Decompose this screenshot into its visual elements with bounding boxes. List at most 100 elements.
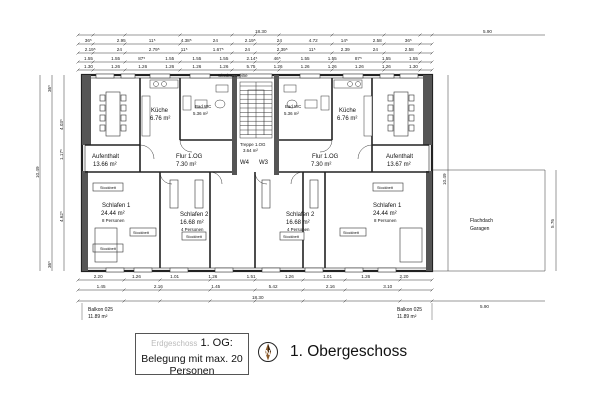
dim-tick xyxy=(178,51,182,55)
dim-tick xyxy=(330,42,334,46)
dining-tables xyxy=(99,91,415,137)
garagen-label: Garagen xyxy=(470,226,490,232)
dim-tick xyxy=(398,278,402,282)
door-swings xyxy=(139,139,373,185)
dim-tick xyxy=(343,278,347,282)
room-aufenthalt-right: Aufenthalt xyxy=(386,154,413,160)
top-dim-row3-2: 2.79⁵ xyxy=(149,47,160,52)
dim-tick xyxy=(122,288,126,292)
top-dim-row2-3: 4.38⁵ xyxy=(181,38,192,43)
top-dim-row4-10: 87⁵ xyxy=(355,56,362,61)
dim-tick xyxy=(253,33,257,37)
bottom-dim-row1-7: 1.26 xyxy=(361,274,370,279)
left-dim-4: 10.49 xyxy=(35,166,40,178)
area-schlafen1-left: 24.44 m² xyxy=(101,211,125,217)
chair xyxy=(408,94,415,102)
dim-tick xyxy=(122,278,126,282)
chair xyxy=(120,114,127,122)
left-dim-6: 36⁵ xyxy=(47,261,52,268)
bottom-dim-row1-5: 1.26 xyxy=(285,274,294,279)
dim-tick xyxy=(76,51,80,55)
chair xyxy=(99,104,106,112)
interior-walls xyxy=(85,78,429,268)
kitchen-fixtures xyxy=(141,79,373,137)
bottom-dim-row2-3: 5.42 xyxy=(269,284,278,289)
room-schlafen1-right: Schlafen 1 xyxy=(373,203,402,209)
bottom-dim-row2-4: 2.16 xyxy=(326,284,335,289)
top-dim-row5-6: 5.75 xyxy=(247,64,256,69)
top-dim-row2-4: 24 xyxy=(213,38,219,43)
dim-tick xyxy=(123,68,127,72)
room-schlafen2-left: Schlafen 2 xyxy=(180,212,209,218)
dim-tick xyxy=(178,42,182,46)
bunk-label-4: Stockbett xyxy=(186,235,203,239)
room-labels: Küche 6.76 m² Bad WC 5.36 m² Treppe 1.OG… xyxy=(92,73,413,232)
dim-tick xyxy=(76,33,80,37)
top-dim-row4-6: 2.14⁵ xyxy=(247,56,258,61)
dim-tick xyxy=(76,60,80,64)
bunk-labels: Stockbett Stockbett Stockbett Stockbett … xyxy=(100,186,394,251)
dim-tick xyxy=(230,60,234,64)
dim-tick xyxy=(123,51,127,55)
bottom-dimension-lines xyxy=(76,278,545,303)
top-dim-row2-6: 24 xyxy=(277,38,283,43)
top-dim-row3-8: 2.39 xyxy=(341,47,350,52)
top-dim-row4-7: 46⁵ xyxy=(274,56,281,61)
top-dim-row5-3: 1.26 xyxy=(165,64,174,69)
dim-tick xyxy=(76,42,80,46)
chair xyxy=(99,124,106,132)
dim-tick xyxy=(76,288,80,292)
bottom-dim-row2-1: 2.16 xyxy=(154,284,163,289)
dim-tick xyxy=(123,33,127,37)
bathroom-fixtures xyxy=(182,84,330,111)
room-bad-left: Bad WC xyxy=(195,104,211,109)
area-aufenthalt-right: 13.67 m² xyxy=(387,162,411,168)
dim-tick xyxy=(301,299,305,303)
dim-tick xyxy=(330,60,334,64)
dim-tick xyxy=(76,299,80,303)
dim-tick xyxy=(208,288,212,292)
bunk-label-7: Stockbett xyxy=(343,231,360,235)
bottom-dim-row1-6: 1.01 xyxy=(323,274,332,279)
dim-tick xyxy=(178,33,182,37)
dim-tick xyxy=(91,42,95,46)
chair xyxy=(99,94,106,102)
dim-tick xyxy=(253,299,257,303)
dim-tick xyxy=(398,288,402,292)
area-aufenthalt-left: 13.66 m² xyxy=(93,162,117,168)
chair xyxy=(120,124,127,132)
dim-tick xyxy=(91,68,95,72)
dim-tick xyxy=(418,68,422,72)
area-kueche-right: 6.76 m² xyxy=(337,116,357,122)
dim-tick xyxy=(230,33,234,37)
chair xyxy=(120,94,127,102)
dim-tick xyxy=(382,60,386,64)
right-dim-1: 10.49 xyxy=(442,173,447,185)
dim-tick xyxy=(76,278,80,282)
dim-tick xyxy=(123,42,127,46)
top-dim-row2-9: 2.58 xyxy=(373,38,382,43)
dim-tick xyxy=(301,278,305,282)
persons-schlafen2-right: 4 Personen xyxy=(287,227,310,232)
wall-piers xyxy=(82,75,432,271)
dim-tick xyxy=(430,278,434,282)
dim-tick xyxy=(253,51,257,55)
w3-label: W3 xyxy=(259,160,269,166)
dim-tick xyxy=(418,60,422,64)
room-schlafen2-right: Schlafen 2 xyxy=(286,212,315,218)
building-outline xyxy=(80,73,434,273)
dim-tick xyxy=(330,51,334,55)
room-aufenthalt-left: Aufenthalt xyxy=(92,154,119,160)
area-treppe: 3.64 m² xyxy=(243,148,258,153)
area-bad-left: 5.36 m² xyxy=(193,111,208,116)
flachdach-label: Flachdach xyxy=(470,218,493,224)
balkon-left-area: 11.89 m² xyxy=(88,314,108,320)
persons-schlafen2-left: 4 Personen xyxy=(181,227,204,232)
top-dim-row4-9: 1.55 xyxy=(328,56,337,61)
top-dim-row3-0: 2.19⁵ xyxy=(85,47,96,52)
bottom-dim-row1-2: 1.01 xyxy=(170,274,179,279)
dim-tick xyxy=(91,51,95,55)
legend-og-label: 1. OG: xyxy=(200,337,233,349)
top-dim-row4-4: 1.55 xyxy=(192,56,201,61)
